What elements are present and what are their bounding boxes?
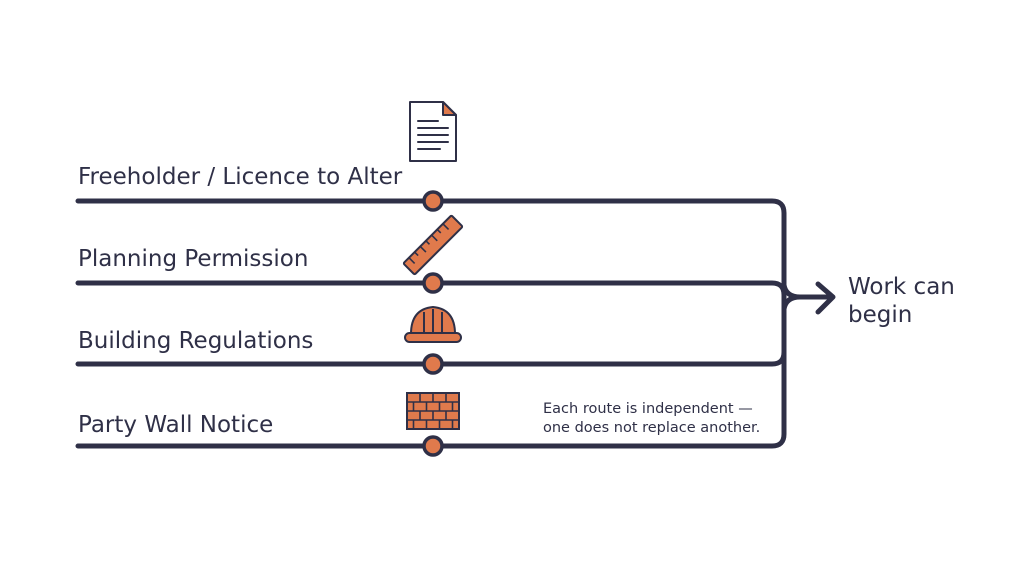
document-icon — [409, 101, 457, 162]
note-line2: one does not replace another. — [543, 420, 760, 436]
outcome-label-line1: Work can — [848, 274, 955, 300]
node-planning — [422, 272, 444, 294]
note-line1: Each route is independent — — [543, 401, 753, 417]
ruler-icon — [402, 214, 464, 276]
route-line-freeholder — [75, 198, 787, 449]
route-label-freeholder: Freeholder / Licence to Alter — [78, 164, 403, 190]
route-line-building-regs — [75, 349, 787, 367]
node-building-regs — [422, 353, 444, 375]
route-nodes — [422, 190, 444, 457]
route-line-planning — [75, 280, 787, 298]
hard-hat-icon — [404, 306, 462, 343]
node-freeholder — [422, 190, 444, 212]
brick-wall-icon — [406, 392, 460, 430]
outcome-label-line2: begin — [848, 302, 912, 328]
route-label-planning: Planning Permission — [78, 246, 308, 272]
node-party-wall — [422, 435, 444, 457]
route-label-party-wall: Party Wall Notice — [78, 412, 273, 438]
arrow-head — [815, 281, 836, 315]
merge-connector-lower — [781, 294, 803, 312]
route-label-building-regs: Building Regulations — [78, 328, 313, 354]
route-lines — [75, 198, 835, 449]
